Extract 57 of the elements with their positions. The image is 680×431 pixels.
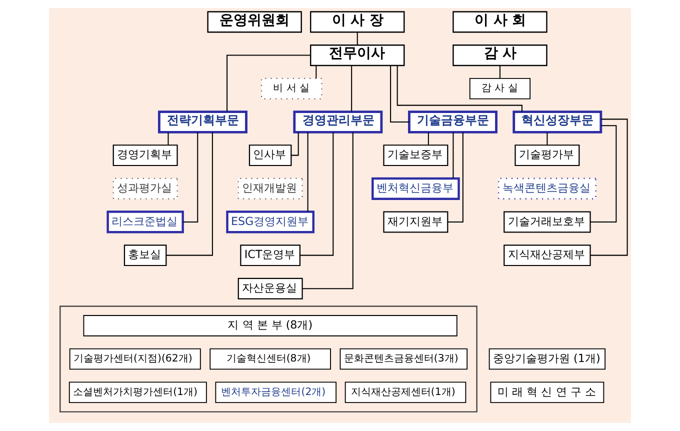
node-box: 혁신성장부문 [512,110,602,134]
node-box: 경영관리부문 [293,110,383,134]
node-box: 기술보증부 [383,144,448,166]
node-box: 문화콘텐츠금융센터(3개) [340,348,468,370]
connector [396,66,522,112]
node-box: 이 사 회 [452,11,548,33]
node-box: 전무이사 [310,44,405,66]
connector [390,66,410,122]
node-box: 기술평가부 [514,144,580,166]
connector [428,132,429,145]
node-box: 감 사 실 [469,78,531,100]
node-box: 지 역 본 부 (8개) [83,315,458,336]
node-box: 감 사 [452,44,548,66]
node-box: 녹색콘텐츠금융실 [498,178,596,200]
node-box: ESG경영지원부 [226,210,314,234]
node-box: 성과평가실 [112,178,178,200]
connector [316,66,317,78]
node-box: 기술거래보호부 [504,211,591,233]
cluster [60,306,478,412]
node-box: 리스크준법실 [106,210,184,234]
node-box: 운영위원회 [207,11,302,33]
node-box: 중앙기술평가원 (1개) [488,348,606,370]
node-box: 벤처투자금융센터(2개) [215,382,337,404]
connector [590,118,628,256]
connector [448,132,464,222]
node-box: 자산운용실 [238,278,303,300]
connector [351,66,352,112]
connector [307,132,308,212]
connector [452,132,454,178]
node-box: 재기지원부 [383,211,448,233]
connector [300,132,334,256]
node-box: 기술혁신센터(8개) [210,348,331,370]
node-box: 지식재산공제부 [504,244,591,266]
node-box: 인사부 [248,144,292,166]
node-box: 전략기획부문 [158,110,248,134]
connector [590,125,617,222]
node-box: 벤처혁신금융부 [372,177,460,200]
connector [183,132,198,222]
node-box: 비 서 실 [260,78,322,100]
node-box: 이 사 장 [310,11,405,33]
connector [166,132,213,256]
node-box: 소셜벤처가치평가센터(1개) [68,382,207,404]
node-box: 기술금융부문 [408,110,498,134]
node-box: ICT운영부 [240,244,300,266]
connector [302,132,354,290]
node-box: 인재개발원 [238,178,303,200]
connector [499,66,500,78]
connector [168,132,169,145]
node-box: 지식재산공제센터(1개) [344,382,466,404]
connector [546,132,548,145]
node-box: 홍보실 [124,244,167,266]
connector [356,32,358,45]
node-box: 기술평가센터(지점)(62개) [69,348,201,370]
connector [226,54,310,112]
node-box: 미 래 혁 신 연 구 소 [490,382,604,404]
connector [291,132,299,156]
node-box: 경영기획부 [112,144,178,166]
